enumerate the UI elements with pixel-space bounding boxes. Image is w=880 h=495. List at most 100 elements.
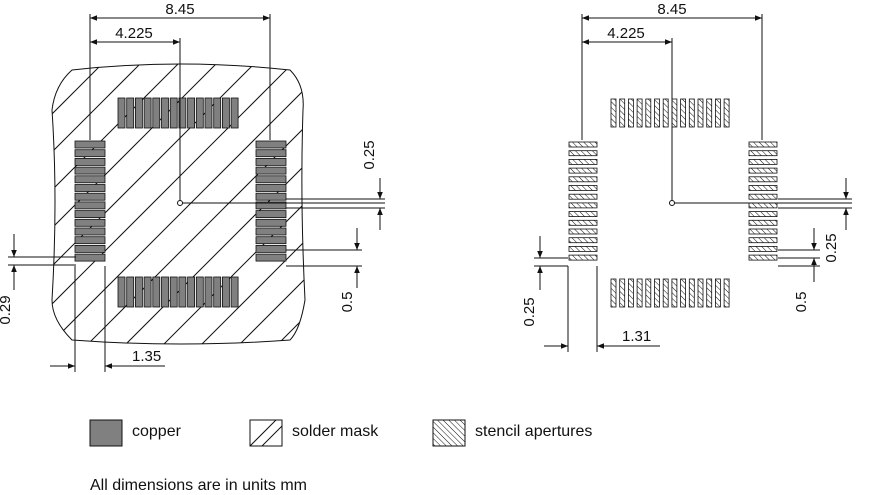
copper-pad bbox=[255, 192, 287, 201]
stencil-aperture bbox=[636, 98, 643, 128]
legend-copper-label: copper bbox=[132, 423, 182, 440]
copper-pad bbox=[255, 201, 287, 210]
stencil-aperture bbox=[619, 98, 626, 128]
stencil-aperture bbox=[715, 278, 721, 308]
copper-pad bbox=[213, 276, 222, 308]
copper-pad bbox=[169, 276, 178, 308]
stencil-aperture bbox=[628, 98, 634, 128]
stencil-aperture bbox=[568, 150, 598, 157]
copper-pad bbox=[152, 276, 161, 308]
stencil-aperture bbox=[748, 237, 778, 244]
stencil-aperture bbox=[748, 167, 778, 174]
solder-mask-hatch-line bbox=[52, 64, 145, 344]
copper-pad bbox=[74, 192, 106, 201]
stencil-aperture bbox=[680, 278, 686, 308]
copper-pad bbox=[126, 97, 135, 129]
stencil-aperture bbox=[654, 98, 660, 128]
copper-pad bbox=[187, 276, 196, 308]
copper-pad bbox=[255, 253, 287, 262]
stencil-aperture bbox=[568, 211, 598, 218]
legend-copper-swatch bbox=[89, 419, 123, 447]
stencil-aperture bbox=[688, 278, 695, 308]
stencil-aperture bbox=[671, 278, 678, 308]
stencil-aperture bbox=[662, 278, 669, 308]
copper-pad bbox=[74, 227, 106, 236]
legend-hatch-line bbox=[249, 419, 277, 447]
stencil-aperture bbox=[748, 158, 778, 165]
dim-label-aperture-width: 0.5 bbox=[793, 292, 810, 313]
stencil-aperture bbox=[748, 219, 778, 226]
stencil-aperture bbox=[748, 176, 778, 183]
copper-pad bbox=[204, 97, 213, 129]
stencil-aperture bbox=[748, 193, 778, 200]
dim-label-pitch-b: 0.25 bbox=[823, 233, 840, 262]
solder-mask-hatch-line bbox=[52, 64, 305, 344]
copper-pad bbox=[255, 140, 287, 149]
left-view: 8.45 4.225 0.25 0.5 0.29 1.35 bbox=[0, 1, 385, 372]
stencil-aperture bbox=[568, 185, 598, 191]
copper-pad bbox=[255, 175, 287, 184]
copper-pad bbox=[204, 276, 213, 308]
copper-pad bbox=[74, 236, 106, 245]
copper-pad bbox=[117, 97, 126, 129]
stencil-aperture bbox=[748, 141, 778, 148]
copper-pad bbox=[255, 166, 287, 175]
stencil-aperture bbox=[636, 278, 643, 308]
copper-pad bbox=[255, 218, 287, 227]
stencil-aperture bbox=[697, 278, 704, 308]
copper-pad bbox=[255, 236, 287, 245]
stencil-aperture bbox=[619, 278, 626, 308]
stencil-aperture bbox=[748, 245, 778, 252]
stencil-aperture bbox=[610, 98, 617, 128]
legend-solder-mask-label: solder mask bbox=[292, 423, 379, 440]
copper-pad bbox=[161, 97, 169, 129]
copper-pad bbox=[74, 166, 106, 175]
copper-pad bbox=[74, 175, 106, 184]
copper-pad bbox=[161, 276, 169, 308]
stencil-aperture bbox=[568, 219, 598, 226]
copper-pad bbox=[74, 149, 106, 158]
solder-mask-hatch-line bbox=[52, 64, 297, 344]
stencil-aperture bbox=[688, 98, 695, 128]
dim-label-overall: 8.45 bbox=[165, 1, 194, 18]
copper-pad bbox=[74, 253, 106, 262]
stencil-aperture bbox=[568, 254, 598, 261]
stencil-aperture bbox=[706, 278, 713, 308]
stencil-aperture bbox=[610, 278, 617, 308]
legend: copper solder mask stencil apertures bbox=[89, 419, 592, 447]
copper-pad bbox=[213, 97, 222, 129]
copper-pad bbox=[134, 97, 143, 129]
left-copper-pads bbox=[74, 97, 287, 308]
stencil-aperture bbox=[723, 98, 730, 128]
copper-pad bbox=[221, 276, 230, 308]
copper-pad bbox=[126, 276, 135, 308]
stencil-aperture bbox=[748, 211, 778, 218]
stencil-aperture bbox=[706, 98, 713, 128]
stencil-aperture bbox=[568, 158, 598, 165]
stencil-aperture bbox=[680, 98, 686, 128]
right-view: 8.45 4.225 0.25 0.5 0.25 1.31 bbox=[521, 1, 852, 352]
legend-stencil-swatch bbox=[432, 419, 466, 447]
copper-pad bbox=[195, 97, 204, 129]
copper-pad bbox=[255, 149, 287, 158]
copper-pad bbox=[143, 97, 152, 129]
copper-pad bbox=[221, 97, 230, 129]
stencil-aperture bbox=[568, 245, 598, 252]
copper-pad bbox=[74, 157, 106, 166]
copper-pad bbox=[255, 210, 287, 219]
copper-pad bbox=[74, 218, 106, 227]
legend-hatch-line bbox=[261, 425, 283, 447]
dim-label-pad-width-b: 0.5 bbox=[339, 292, 356, 313]
solder-mask-hatch-line bbox=[71, 64, 305, 344]
copper-pad bbox=[178, 97, 187, 129]
copper-pad bbox=[187, 97, 196, 129]
right-stencil-apertures bbox=[568, 98, 778, 308]
copper-pad bbox=[195, 276, 204, 308]
center-mark bbox=[177, 200, 183, 206]
stencil-aperture bbox=[568, 167, 598, 174]
stencil-aperture bbox=[645, 278, 652, 308]
copper-pad bbox=[255, 157, 287, 166]
copper-pad bbox=[152, 97, 161, 129]
stencil-aperture bbox=[654, 278, 660, 308]
